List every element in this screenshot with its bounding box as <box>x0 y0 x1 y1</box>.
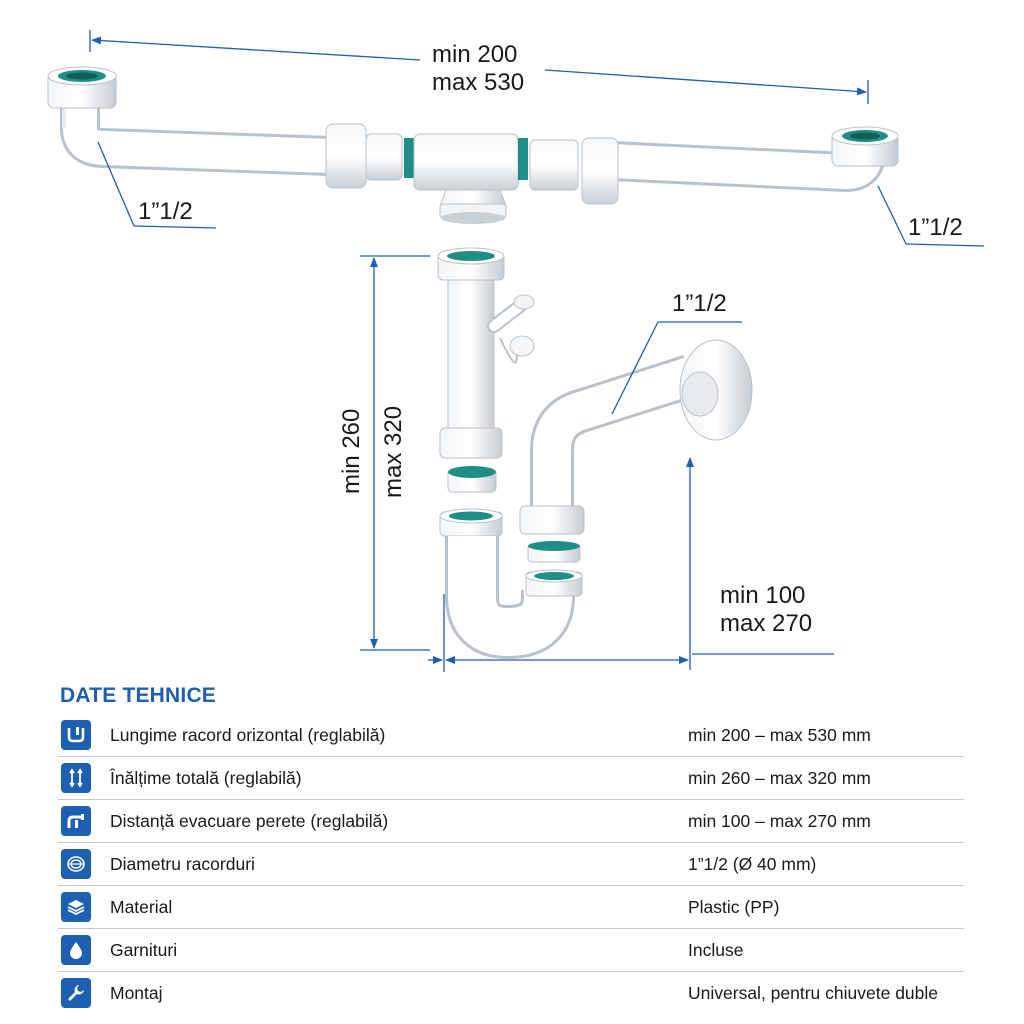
thread-label-left: 1”1/2 <box>138 198 193 225</box>
trap-u-bend <box>439 508 583 660</box>
horizontal-min-label: min 200 <box>432 41 518 68</box>
horizontal-dimension <box>89 30 869 104</box>
spec-row: Diametru racorduri 1”1/2 (Ø 40 mm) <box>58 843 964 886</box>
height-icon <box>61 763 91 793</box>
spec-row: Garnituri Incluse <box>58 929 964 972</box>
vertical-tube <box>437 247 535 493</box>
spec-label: Montaj <box>110 982 163 1003</box>
layers-icon <box>61 892 91 922</box>
thread-label-right: 1”1/2 <box>908 214 963 241</box>
horizontal-pipe-assembly <box>47 66 899 224</box>
spec-label: Distanță evacuare perete (reglabilă) <box>110 810 389 831</box>
spec-label: Lungime racord orizontal (reglabilă) <box>110 724 386 745</box>
wall-max-label: max 270 <box>720 610 813 637</box>
spec-value: Universal, pentru chiuvete duble <box>688 982 939 1003</box>
wall-distance-dimension <box>428 457 834 672</box>
siphon-diagram <box>47 30 985 672</box>
spec-row: Material Plastic (PP) <box>58 886 964 929</box>
spec-value: min 100 – max 270 mm <box>688 810 871 831</box>
thread-label-outlet: 1”1/2 <box>672 290 727 317</box>
spec-value: Incluse <box>688 939 744 960</box>
height-max-label: max 320 <box>380 405 407 498</box>
horizontal-length-icon <box>61 720 91 750</box>
spec-row: Montaj Universal, pentru chiuvete duble <box>58 972 964 1014</box>
thread-callouts <box>97 141 985 415</box>
horizontal-max-label: max 530 <box>432 69 525 96</box>
spec-value: min 260 – max 320 mm <box>688 767 871 788</box>
height-dimension <box>360 255 430 651</box>
spec-value: 1”1/2 (Ø 40 mm) <box>688 853 817 874</box>
spec-label: Diametru racorduri <box>110 853 255 874</box>
wrench-icon <box>61 978 91 1008</box>
diameter-icon <box>61 849 91 879</box>
spec-value: Plastic (PP) <box>688 896 780 917</box>
spec-row: Distanță evacuare perete (reglabilă) min… <box>58 800 964 843</box>
wall-min-label: min 100 <box>720 582 806 609</box>
spec-label: Înălțime totală (reglabilă) <box>110 767 302 788</box>
spec-row: Înălțime totală (reglabilă) min 260 – ma… <box>58 757 964 800</box>
wall-distance-icon <box>61 806 91 836</box>
height-min-label: min 260 <box>338 408 365 494</box>
spec-table: Lungime racord orizontal (reglabilă) min… <box>58 714 964 1014</box>
spec-label: Material <box>110 896 173 917</box>
spec-label: Garnituri <box>110 939 178 960</box>
drop-icon <box>61 935 91 965</box>
wall-outlet-pipe <box>519 339 753 535</box>
spec-row: Lungime racord orizontal (reglabilă) min… <box>58 714 964 757</box>
section-title: DATE TEHNICE <box>60 684 217 707</box>
spec-value: min 200 – max 530 mm <box>688 724 871 745</box>
